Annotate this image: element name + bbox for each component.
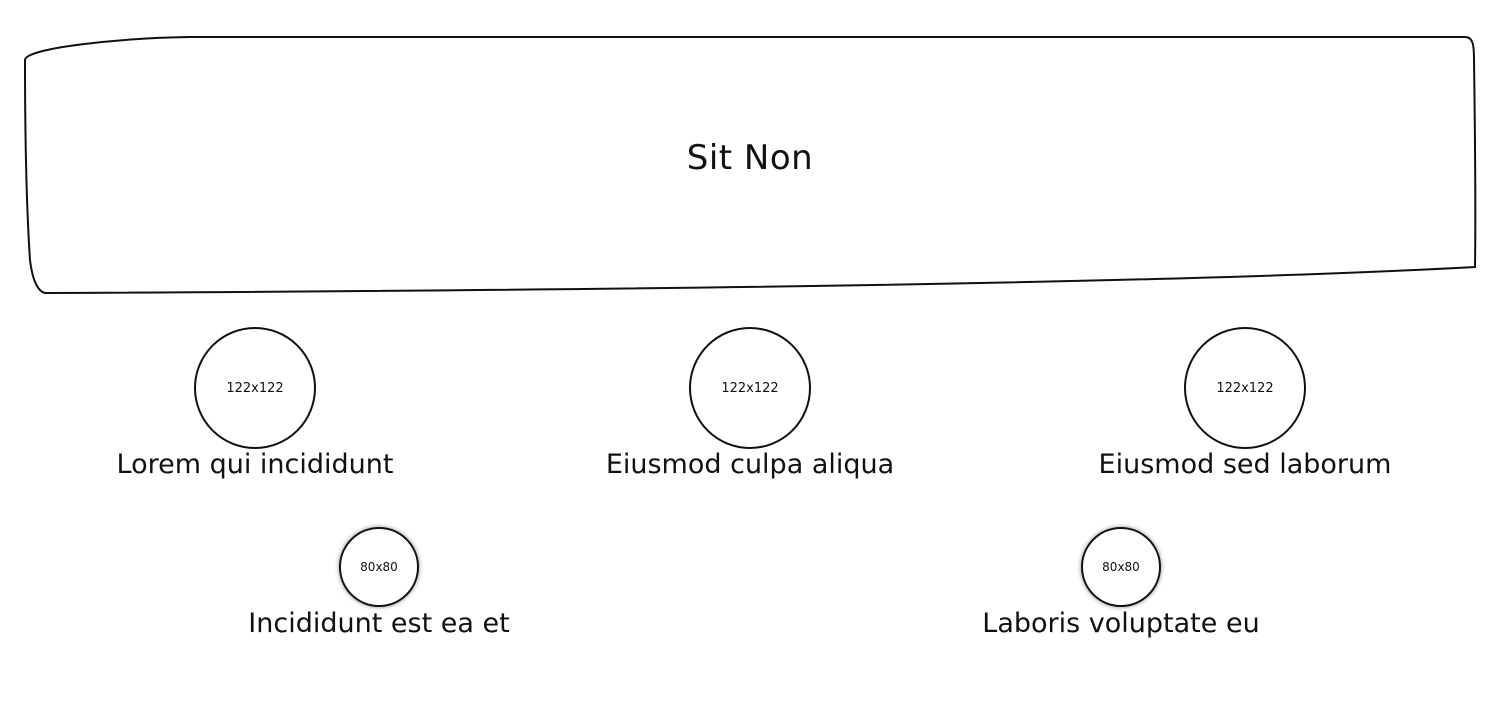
subfeature-1-placeholder-label: 80x80: [360, 560, 398, 574]
subfeature-2-image-placeholder: 80x80: [1081, 527, 1161, 607]
feature-2-image-placeholder: 122x122: [689, 327, 811, 449]
feature-1-caption: Lorem qui incididunt: [116, 449, 394, 480]
feature-3-placeholder-label: 122x122: [1216, 380, 1274, 396]
feature-3-caption: Eiusmod sed laborum: [1098, 449, 1392, 480]
feature-1-image-placeholder: 122x122: [194, 327, 316, 449]
subfeature-2-caption: Laboris voluptate eu: [982, 608, 1260, 639]
feature-2-caption: Eiusmod culpa aliqua: [605, 449, 895, 480]
hero-banner-frame: [23, 36, 1477, 295]
subfeature-1-image-placeholder: 80x80: [339, 527, 419, 607]
hero-banner: Sit Non: [0, 0, 1500, 310]
feature-2-placeholder-label: 122x122: [721, 380, 779, 396]
subfeature-1-caption: Incididunt est ea et: [248, 608, 510, 639]
feature-3-image-placeholder: 122x122: [1184, 327, 1306, 449]
feature-1-placeholder-label: 122x122: [226, 380, 284, 396]
subfeature-2-placeholder-label: 80x80: [1102, 560, 1140, 574]
hero-title: Sit Non: [686, 138, 814, 178]
